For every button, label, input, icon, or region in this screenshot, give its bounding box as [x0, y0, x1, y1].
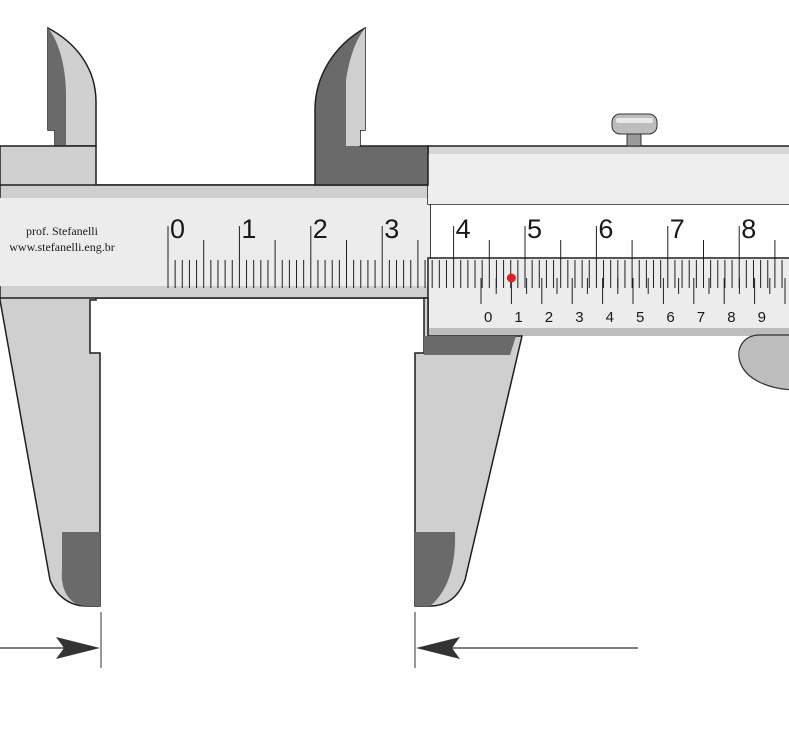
credit-website: www.stefanelli.eng.br: [9, 240, 115, 254]
vernier-scale-label: 2: [545, 309, 553, 326]
main-scale-label: 2: [313, 214, 328, 244]
screw-icon[interactable]: [611, 113, 658, 147]
vernier-scale-label: 5: [636, 309, 644, 326]
vernier-scale-label: 6: [666, 309, 674, 326]
moving-lower-jaw-tip: [415, 532, 456, 606]
vernier-scale-label: 9: [758, 309, 766, 326]
main-scale-labels: 0 1 2 3 4 5 6 7 8: [170, 214, 756, 244]
main-scale-label: 4: [456, 214, 471, 244]
moving-upper-jaw-highlight: [346, 28, 365, 146]
moving-lower-jaw-shade: [424, 336, 516, 355]
fixed-upper-jaw-shade: [48, 28, 66, 146]
vernier-scale-label: 0: [484, 309, 492, 326]
vernier-scale-label: 1: [514, 309, 522, 326]
credit-name: prof. Stefanelli: [26, 224, 99, 238]
arrow-left-icon: [416, 637, 638, 659]
vernier-scale-labels: 012345678910: [484, 309, 789, 326]
vernier-scale-label: 3: [575, 309, 583, 326]
main-scale-label: 3: [384, 214, 399, 244]
slider-top-face: [428, 154, 789, 204]
vernier-scale-label: 7: [697, 309, 705, 326]
alignment-indicator-dot: [506, 273, 516, 283]
main-scale-label: 1: [241, 214, 256, 244]
vernier-scale: [480, 278, 786, 304]
main-scale-label: 8: [741, 214, 756, 244]
vernier-scale-label: 8: [727, 309, 735, 326]
main-scale-face: [0, 198, 430, 286]
fixed-lower-jaw-tip: [61, 532, 100, 606]
main-scale-label: 0: [170, 214, 185, 244]
vernier-scale-label: 4: [606, 309, 614, 326]
slider-bottom-band: [428, 328, 789, 336]
main-scale-label: 7: [670, 214, 685, 244]
main-scale-label: 6: [598, 214, 613, 244]
arrow-right-icon: [0, 637, 100, 659]
moving-upper-jaw: [314, 26, 429, 186]
depth-knob: [738, 334, 789, 391]
main-scale-label: 5: [527, 214, 542, 244]
